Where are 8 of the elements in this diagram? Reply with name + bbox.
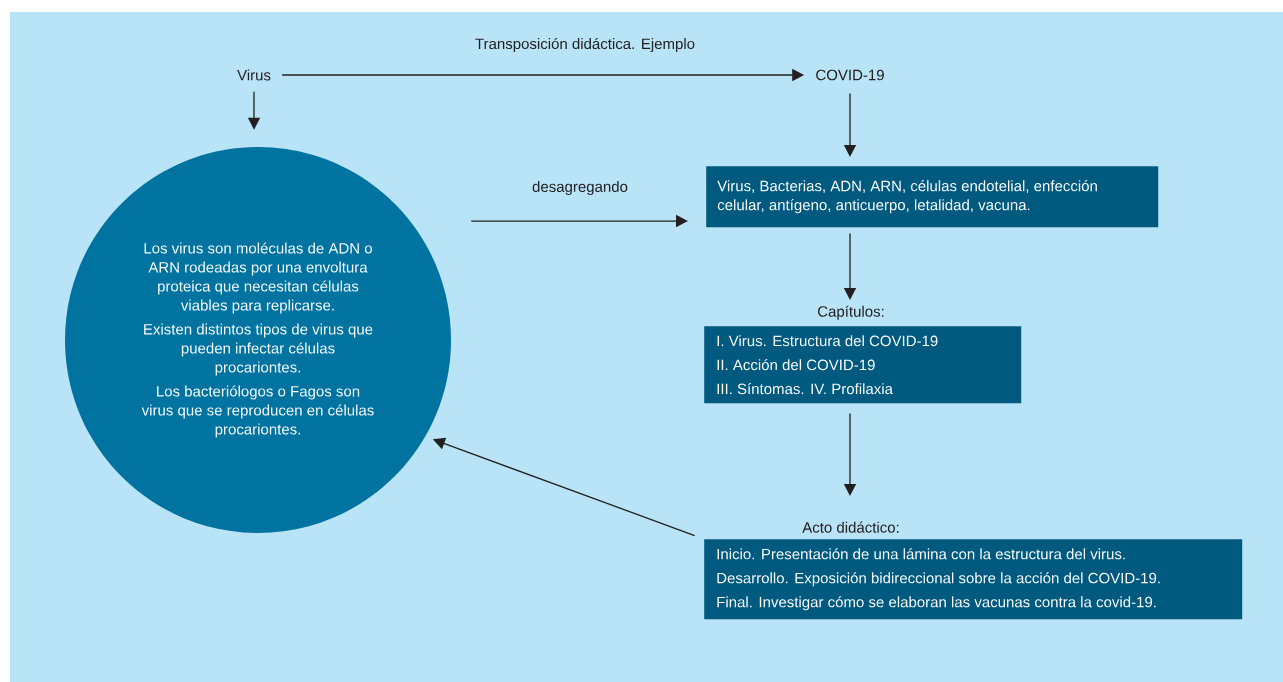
box-heading: Capítulos: [818, 305, 884, 320]
box-heading: Acto didáctico: [802, 521, 899, 533]
text-box: I. Virus. Estructura del COVID-19 II. Acción del COVID-19 III. Síntomas. IV. Profilaxia [704, 326, 1022, 404]
text-box: Inicio. Presentación de una lámina con la estructura del virus. Desarrollo. Exposición bidireccional sobre la acción del COVID-19. Final. Investigar cómo se elaboran las vacunas contra la covid-19. [704, 539, 1243, 620]
text-box: Virus, Bacterias, ADN, ARN, células endotelial, enfección celular, antígeno, anticuerpo, letalidad, vacuna. [706, 166, 1159, 228]
node-label: Virus [237, 69, 271, 81]
edge-label: desagregando [530, 179, 630, 197]
node-label: COVID-19 [816, 69, 884, 81]
